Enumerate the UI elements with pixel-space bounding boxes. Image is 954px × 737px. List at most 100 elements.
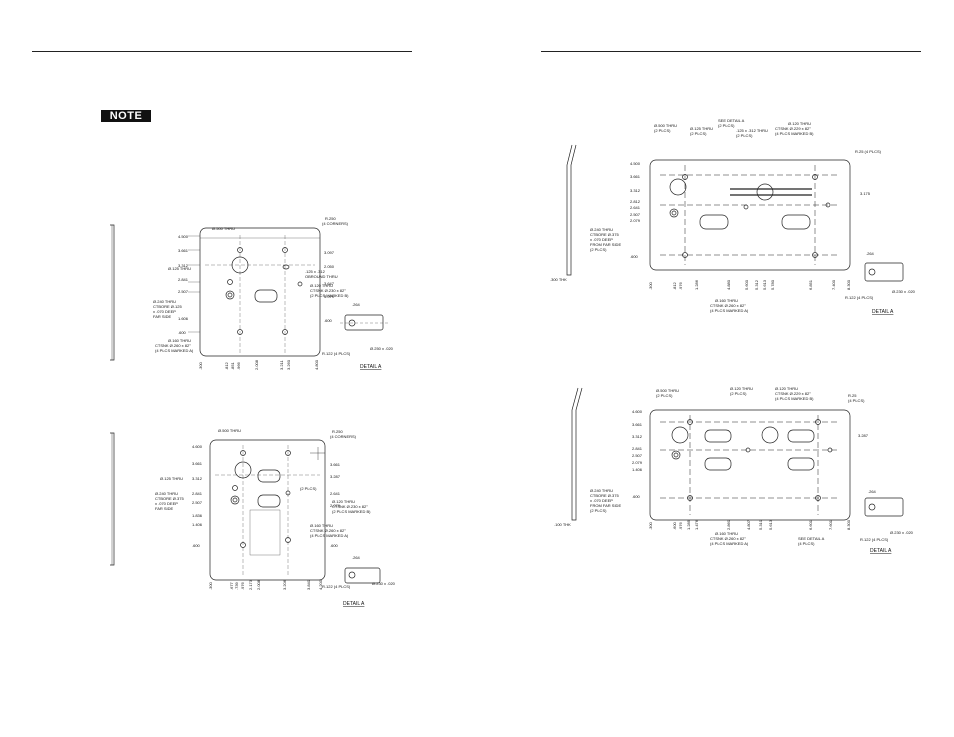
- right-dim: 3.175: [860, 191, 871, 196]
- y-tick: 2.507: [632, 453, 643, 458]
- callout: (4 PLCS MARKED A): [710, 541, 749, 546]
- callout: CTSNK Ø.260 x 82°: [155, 343, 191, 348]
- x-tick: .976: [678, 281, 683, 290]
- x-tick: .300: [208, 581, 213, 590]
- callout: (4 PLCS MARKED B): [775, 396, 814, 401]
- drawing-1: 4.500 3.661 3.312 2.841 2.507 1.606 .600…: [110, 216, 394, 370]
- x-tick: 4.807: [746, 519, 751, 530]
- callout: CTBORE Ø.375: [590, 493, 619, 498]
- y-tick: 2.079: [632, 460, 643, 465]
- right-dim: .600: [324, 318, 333, 323]
- x-tick: .976: [240, 581, 245, 590]
- right-dim: 2.079: [330, 503, 341, 508]
- right-dim: 3.661: [330, 462, 341, 467]
- right-dim: 3.647: [324, 281, 335, 286]
- x-tick: 2.173: [248, 579, 253, 590]
- callout: FROM FAR SIDE: [590, 503, 621, 508]
- x-tick: 7.400: [831, 279, 836, 290]
- y-tick: 2.079: [630, 218, 641, 223]
- callout: (2 PLCS): [690, 131, 707, 136]
- detail-dim: Ø.230 x .020: [892, 289, 916, 294]
- y-tick: 4.600: [632, 409, 643, 414]
- callout: Ø.120 THRU: [775, 386, 798, 391]
- y-tick: 3.312: [192, 476, 203, 481]
- callout: SEE DETAIL A: [798, 536, 825, 541]
- callout: Ø.500 THRU: [654, 123, 677, 128]
- callout: (2 PLCS MARKED B): [310, 293, 349, 298]
- callout: CTSNK Ø.260 x 82°: [310, 528, 346, 533]
- callout: (2 PLCS): [656, 393, 673, 398]
- header-rule-left: [32, 51, 412, 52]
- x-tick: 3.260: [286, 359, 291, 370]
- callout: x .070 DEEP: [155, 501, 178, 506]
- y-tick: 3.661: [178, 248, 189, 253]
- callout: SEE DETAIL A: [718, 118, 745, 123]
- y-tick: .600: [630, 254, 639, 259]
- x-tick: .300: [648, 281, 653, 290]
- x-tick: 1.286: [694, 279, 699, 290]
- x-tick: 3.840: [306, 579, 311, 590]
- callout: CTSNK Ø.229 x 82°: [775, 391, 811, 396]
- y-tick: 2.841: [178, 277, 189, 282]
- x-tick: 4.800: [314, 359, 319, 370]
- header-rule-right: [541, 51, 921, 52]
- callout: CTSNK Ø.260 x 82°: [710, 536, 746, 541]
- right-dim: .600: [330, 543, 339, 548]
- callout: R.250: [332, 429, 343, 434]
- callout: (2 PLCS): [736, 133, 753, 138]
- right-dim: 2.050: [324, 264, 335, 269]
- y-tick: .600: [192, 543, 201, 548]
- detail-dim: Ø.230 x .020: [890, 530, 914, 535]
- y-tick: 2.507: [192, 500, 203, 505]
- detail-radius: R.122 (4 PLCS): [860, 537, 889, 542]
- x-tick: 5.600: [744, 279, 749, 290]
- detail-dim: .264: [352, 302, 361, 307]
- callout: Ø.160 THRU: [310, 523, 333, 528]
- x-tick: 6.851: [808, 279, 813, 290]
- callout: (2 PLCS): [718, 123, 735, 128]
- callout: (2 PLCS MARKED B): [332, 509, 371, 514]
- callout: (2 PLCS): [730, 391, 747, 396]
- x-tick: .851: [230, 361, 235, 370]
- callout: Ø.500 THRU: [218, 428, 241, 433]
- detail-radius: R.122 (4 PLCS): [322, 351, 351, 356]
- x-tick: 4.200: [318, 579, 323, 590]
- callout: (4 CORNERS): [330, 434, 357, 439]
- callout: R.25 (4 PLCS): [855, 149, 882, 154]
- callout: Ø.160 THRU: [715, 298, 738, 303]
- y-tick: 3.661: [632, 422, 643, 427]
- callout: Ø.240 THRU: [153, 299, 176, 304]
- detail-dim: .264: [866, 251, 875, 256]
- callout: x .070 DEEP: [153, 309, 176, 314]
- side-label: .300 THK: [550, 277, 567, 282]
- callout: (4 PLCS): [798, 541, 815, 546]
- x-tick: 7.601: [828, 519, 833, 530]
- detail-label: DETAIL A: [870, 548, 892, 554]
- y-tick: 1.836: [192, 513, 203, 518]
- callout: (4 PLCS MARKED A): [155, 348, 194, 353]
- callout: (4 CORNERS): [322, 221, 349, 226]
- callout: Ø.120 THRU: [788, 121, 811, 126]
- right-dim: 3.287: [858, 433, 869, 438]
- x-tick: .812: [672, 281, 677, 290]
- callout: (2 PLCS): [654, 128, 671, 133]
- callout: (4 PLCS MARKED A): [710, 308, 749, 313]
- y-tick: 4.600: [192, 444, 203, 449]
- x-tick: .739: [234, 581, 239, 590]
- x-tick: 5.780: [770, 279, 775, 290]
- right-dim: 3.097: [324, 250, 335, 255]
- callout: R.250: [325, 216, 336, 221]
- x-tick: 5.613: [762, 279, 767, 290]
- y-tick: 1.406: [192, 522, 203, 527]
- callout: Ø.120 THRU: [730, 386, 753, 391]
- y-tick: 3.312: [632, 434, 643, 439]
- callout: R.25: [848, 393, 857, 398]
- x-tick: 5.312: [754, 279, 759, 290]
- y-tick: 2.841: [192, 491, 203, 496]
- drawing-3: 4.500 3.661 3.312 2.812 2.641 2.507 2.07…: [550, 118, 916, 315]
- x-tick: .300: [648, 521, 653, 530]
- y-tick: 2.641: [630, 205, 641, 210]
- callout: CTBORE Ø.375: [590, 232, 619, 237]
- x-tick: .812: [224, 361, 229, 370]
- detail-dim: .264: [352, 555, 361, 560]
